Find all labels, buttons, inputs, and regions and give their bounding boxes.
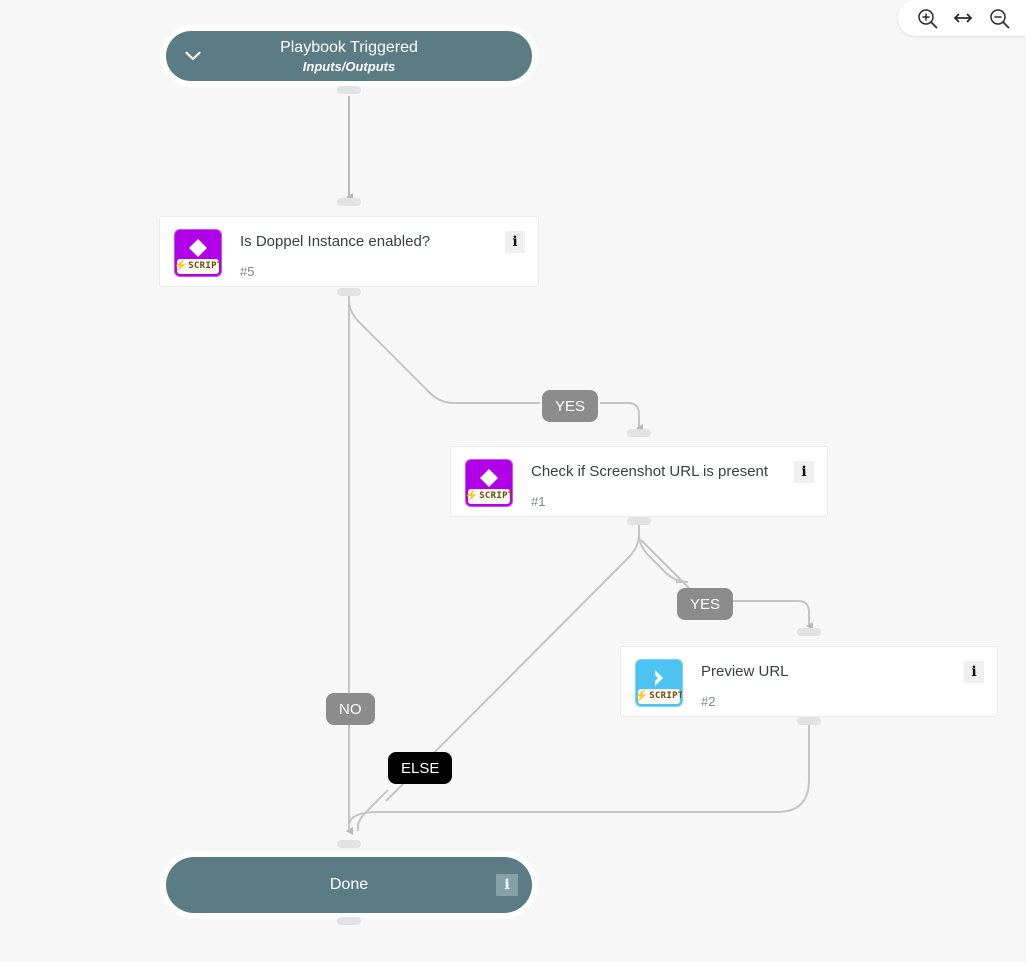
node-title: Check if Screenshot URL is present xyxy=(531,463,769,480)
handle-preview-top[interactable] xyxy=(797,628,821,636)
edge-label-else-screenshot[interactable]: ELSE xyxy=(388,752,453,784)
handle-screenshot-bottom[interactable] xyxy=(627,517,651,525)
handle-doppel-top[interactable] xyxy=(337,198,361,206)
node-preview-url[interactable]: ⚡ SCRIPT Preview URL #2 i xyxy=(620,646,998,717)
node-subtitle: Inputs/Outputs xyxy=(302,58,396,74)
info-icon-glyph: i xyxy=(512,234,518,250)
node-title: Is Doppel Instance enabled? xyxy=(240,233,431,250)
node-title: Done xyxy=(329,876,369,893)
edge-label-yes-doppel[interactable]: YES xyxy=(542,390,599,422)
zoom-controls[interactable] xyxy=(898,0,1026,36)
node-title: Playbook Triggered xyxy=(280,38,418,56)
lightning-bolt-icon: ⚡ xyxy=(174,260,188,272)
node-title: Preview URL xyxy=(701,663,789,680)
edge-yes-label-to-screenshot xyxy=(600,402,643,432)
info-icon-glyph: i xyxy=(971,664,977,680)
node-subtitle: #1 xyxy=(531,494,546,509)
node-is-doppel-instance-enabled[interactable]: ⚡ SCRIPT Is Doppel Instance enabled? #5 … xyxy=(159,216,539,287)
lightning-bolt-icon: ⚡ xyxy=(465,490,479,502)
handle-preview-bottom[interactable] xyxy=(797,717,821,725)
script-diamond-icon: ⚡ SCRIPT xyxy=(465,459,513,507)
edge-label-no-doppel[interactable]: NO xyxy=(326,693,375,725)
info-icon-glyph: i xyxy=(504,877,510,893)
handle-done-top[interactable] xyxy=(337,840,361,848)
script-badge: ⚡ SCRIPT xyxy=(465,489,513,504)
script-badge: ⚡ SCRIPT xyxy=(174,259,222,274)
chevron-down-icon[interactable] xyxy=(184,47,202,65)
script-badge-label: SCRIPT xyxy=(649,691,683,701)
handle-doppel-bottom[interactable] xyxy=(337,288,361,296)
edge-label-yes-screenshot[interactable]: YES xyxy=(677,588,734,620)
edge-yes2-label-to-preview xyxy=(732,600,813,630)
node-check-if-screenshot-url-is-present[interactable]: ⚡ SCRIPT Check if Screenshot URL is pres… xyxy=(450,446,828,517)
script-diamond-icon: ⚡ SCRIPT xyxy=(174,229,222,277)
info-icon-glyph: i xyxy=(801,464,807,480)
edge-doppel-yes-to-screenshot xyxy=(348,292,540,404)
script-chevron-icon: ⚡ SCRIPT xyxy=(635,659,683,707)
handle-done-bottom[interactable] xyxy=(337,917,361,925)
node-playbook-triggered[interactable]: Playbook Triggered Inputs/Outputs xyxy=(160,25,538,87)
node-subtitle: #5 xyxy=(240,264,255,279)
node-done[interactable]: Done i xyxy=(160,851,538,919)
edge-else-label-to-done xyxy=(357,789,389,831)
edge-screenshot-yes-to-preview xyxy=(638,524,689,583)
zoom-out-icon[interactable] xyxy=(988,7,1010,29)
info-icon[interactable]: i xyxy=(505,231,525,253)
node-subtitle: #2 xyxy=(701,694,716,709)
handle-screenshot-top[interactable] xyxy=(627,429,651,437)
info-icon[interactable]: i xyxy=(964,661,984,683)
script-badge: ⚡ SCRIPT xyxy=(635,689,683,704)
script-badge-label: SCRIPT xyxy=(479,491,513,501)
info-icon[interactable]: i xyxy=(794,461,814,483)
script-badge-label: SCRIPT xyxy=(188,261,222,271)
edge-screenshot-yes-diag xyxy=(640,539,691,590)
handle-trigger-bottom[interactable] xyxy=(337,86,361,94)
info-icon[interactable]: i xyxy=(496,874,518,896)
lightning-bolt-icon: ⚡ xyxy=(635,690,649,702)
zoom-in-icon[interactable] xyxy=(916,7,938,29)
fit-to-screen-icon[interactable] xyxy=(952,7,974,29)
